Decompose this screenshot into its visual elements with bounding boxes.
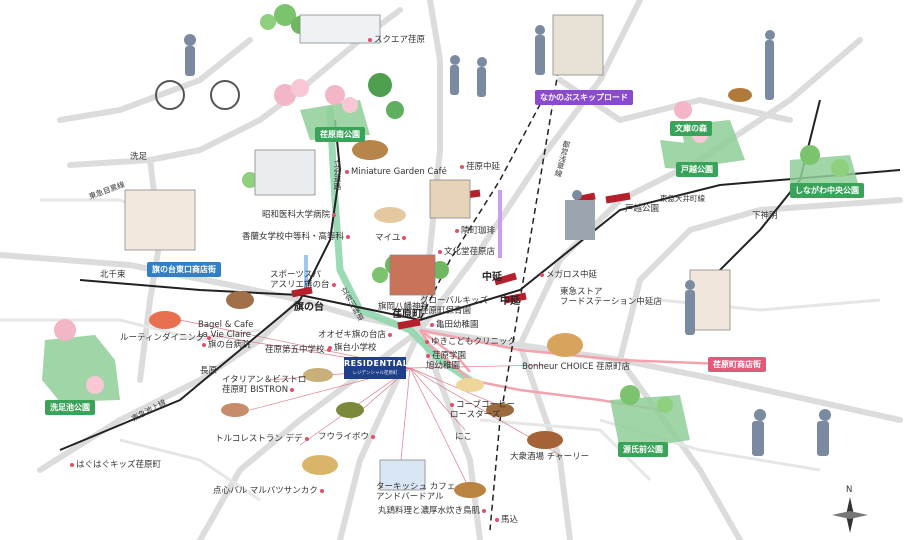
park-genjimae: 源氏前公園 xyxy=(618,442,668,457)
station-hatanodai: 旗の台 xyxy=(294,302,324,313)
place-rinmachi-coffee: 隣町珈琲 xyxy=(455,226,495,236)
park-bunko-forest: 文庫の森 xyxy=(670,121,712,136)
illustration-buildings xyxy=(124,14,731,491)
place-kobe-coffee: コーブコーヒー ロースターズ xyxy=(450,400,515,420)
place-marutori: 丸鶏料理と濃厚水炊き鳥肌 xyxy=(378,506,486,516)
place-togoshikoen-st: 戸越公園 xyxy=(625,204,660,214)
compass-north-label: N xyxy=(846,485,853,495)
station-nakanobu-2: 中延 xyxy=(500,296,520,307)
place-ozeki: オオゼキ旗の台店 xyxy=(318,330,392,340)
place-square: スクエア荏原 xyxy=(368,35,425,45)
compass-rose xyxy=(832,497,868,533)
place-niko: にこ xyxy=(455,432,472,442)
place-hatanodai-elem: 旗台小学校 xyxy=(328,343,377,353)
place-hatanodai-hospital: 旗の台病院 xyxy=(202,340,251,350)
place-ebara-gakuen: 荏原学園 旭幼稚園 xyxy=(426,351,467,371)
place-showa-hospital: 昭和医科大学病院 xyxy=(262,210,336,220)
residential-title: RESIDENTIAL xyxy=(344,359,409,368)
place-ebara5: 荏原第五中学校 xyxy=(265,345,331,355)
place-kitasenzoku: 北千束 xyxy=(100,270,126,280)
place-senzoku: 洗足 xyxy=(130,152,148,162)
park-ebara-minami: 荏原南公園 xyxy=(315,127,365,142)
station-ebaramachi: 荏原町 xyxy=(392,309,422,320)
place-kameda: 亀田幼稚園 xyxy=(430,320,479,330)
place-koran-school: 香蘭女学校中等科・高等科 xyxy=(242,232,350,242)
place-tokyu-store: 東急ストア フードステーション中延店 xyxy=(560,287,662,307)
station-markers xyxy=(291,189,631,330)
park-shinagawa-central: しながわ中央公園 xyxy=(790,183,864,198)
place-bonheur: Bonheur CHOICE 荏原町店 xyxy=(522,362,631,372)
park-senzokuike: 洗足池公園 xyxy=(45,400,95,415)
area-hatanodai-east: 旗の台東口商店街 xyxy=(147,262,221,277)
place-ebara-nakanobu: 荏原中延 xyxy=(460,162,500,172)
residential-marker: RESIDENTIAL レジデンシャル荏原町 xyxy=(344,357,409,379)
residential-subtitle: レジデンシャル荏原町 xyxy=(352,371,398,376)
place-nagahara: 長原 xyxy=(200,366,218,376)
place-sports-spa: スポーツスパ アスリエ旗の台 xyxy=(270,270,336,290)
place-turkish-cafe: ターキッシュ カフェ アンドバードアル xyxy=(376,482,456,502)
place-global-kids: グローバルキッズ 荏原町保育園 xyxy=(420,296,488,316)
place-magome: 馬込 xyxy=(495,515,518,525)
place-yukiko-clinic: ゆきこどもクリニック xyxy=(425,337,516,347)
place-tenshin: 点心バル マルバツサンカク xyxy=(213,486,324,496)
place-bunkado: 文化堂荏原店 xyxy=(438,247,495,257)
place-turco: トルコレストラン デデ xyxy=(215,434,309,444)
place-shimoshinmei: 下神明 xyxy=(752,211,778,221)
area-nakanobu-skip: なかのぶスキップロード xyxy=(535,90,633,105)
station-nakanobu: 中延 xyxy=(482,272,502,283)
park-togoshi: 戸越公園 xyxy=(676,162,718,177)
place-bagel-cafe: Bagel & Cafe La Vie Claire xyxy=(198,320,254,340)
people-illustrations xyxy=(155,25,831,456)
place-miniature-garden: Miniature Garden Café xyxy=(345,167,447,177)
place-routine-dining: ルーティンダイニング xyxy=(120,333,211,343)
place-charlie: 大衆酒場 チャーリー xyxy=(510,452,590,462)
place-hatahachiman: 旗岡八幡神社 xyxy=(378,302,430,312)
place-frybow: フウライボウ xyxy=(318,432,375,442)
road-tachiai: 立会道路 xyxy=(333,160,342,190)
place-hagu-kids: はぐはぐキッズ荏原町 xyxy=(70,460,161,470)
place-bistron: イタリアン＆ビストロ 荏原町 BISTRON xyxy=(222,375,307,395)
line-tokyu-oimachi: 東急大井町線 xyxy=(660,194,705,203)
place-mayu: マイユ xyxy=(375,233,406,243)
area-ebaramachi-shotengai: 荏原町商店街 xyxy=(708,357,766,372)
place-megalos: メガロス中延 xyxy=(540,270,597,280)
